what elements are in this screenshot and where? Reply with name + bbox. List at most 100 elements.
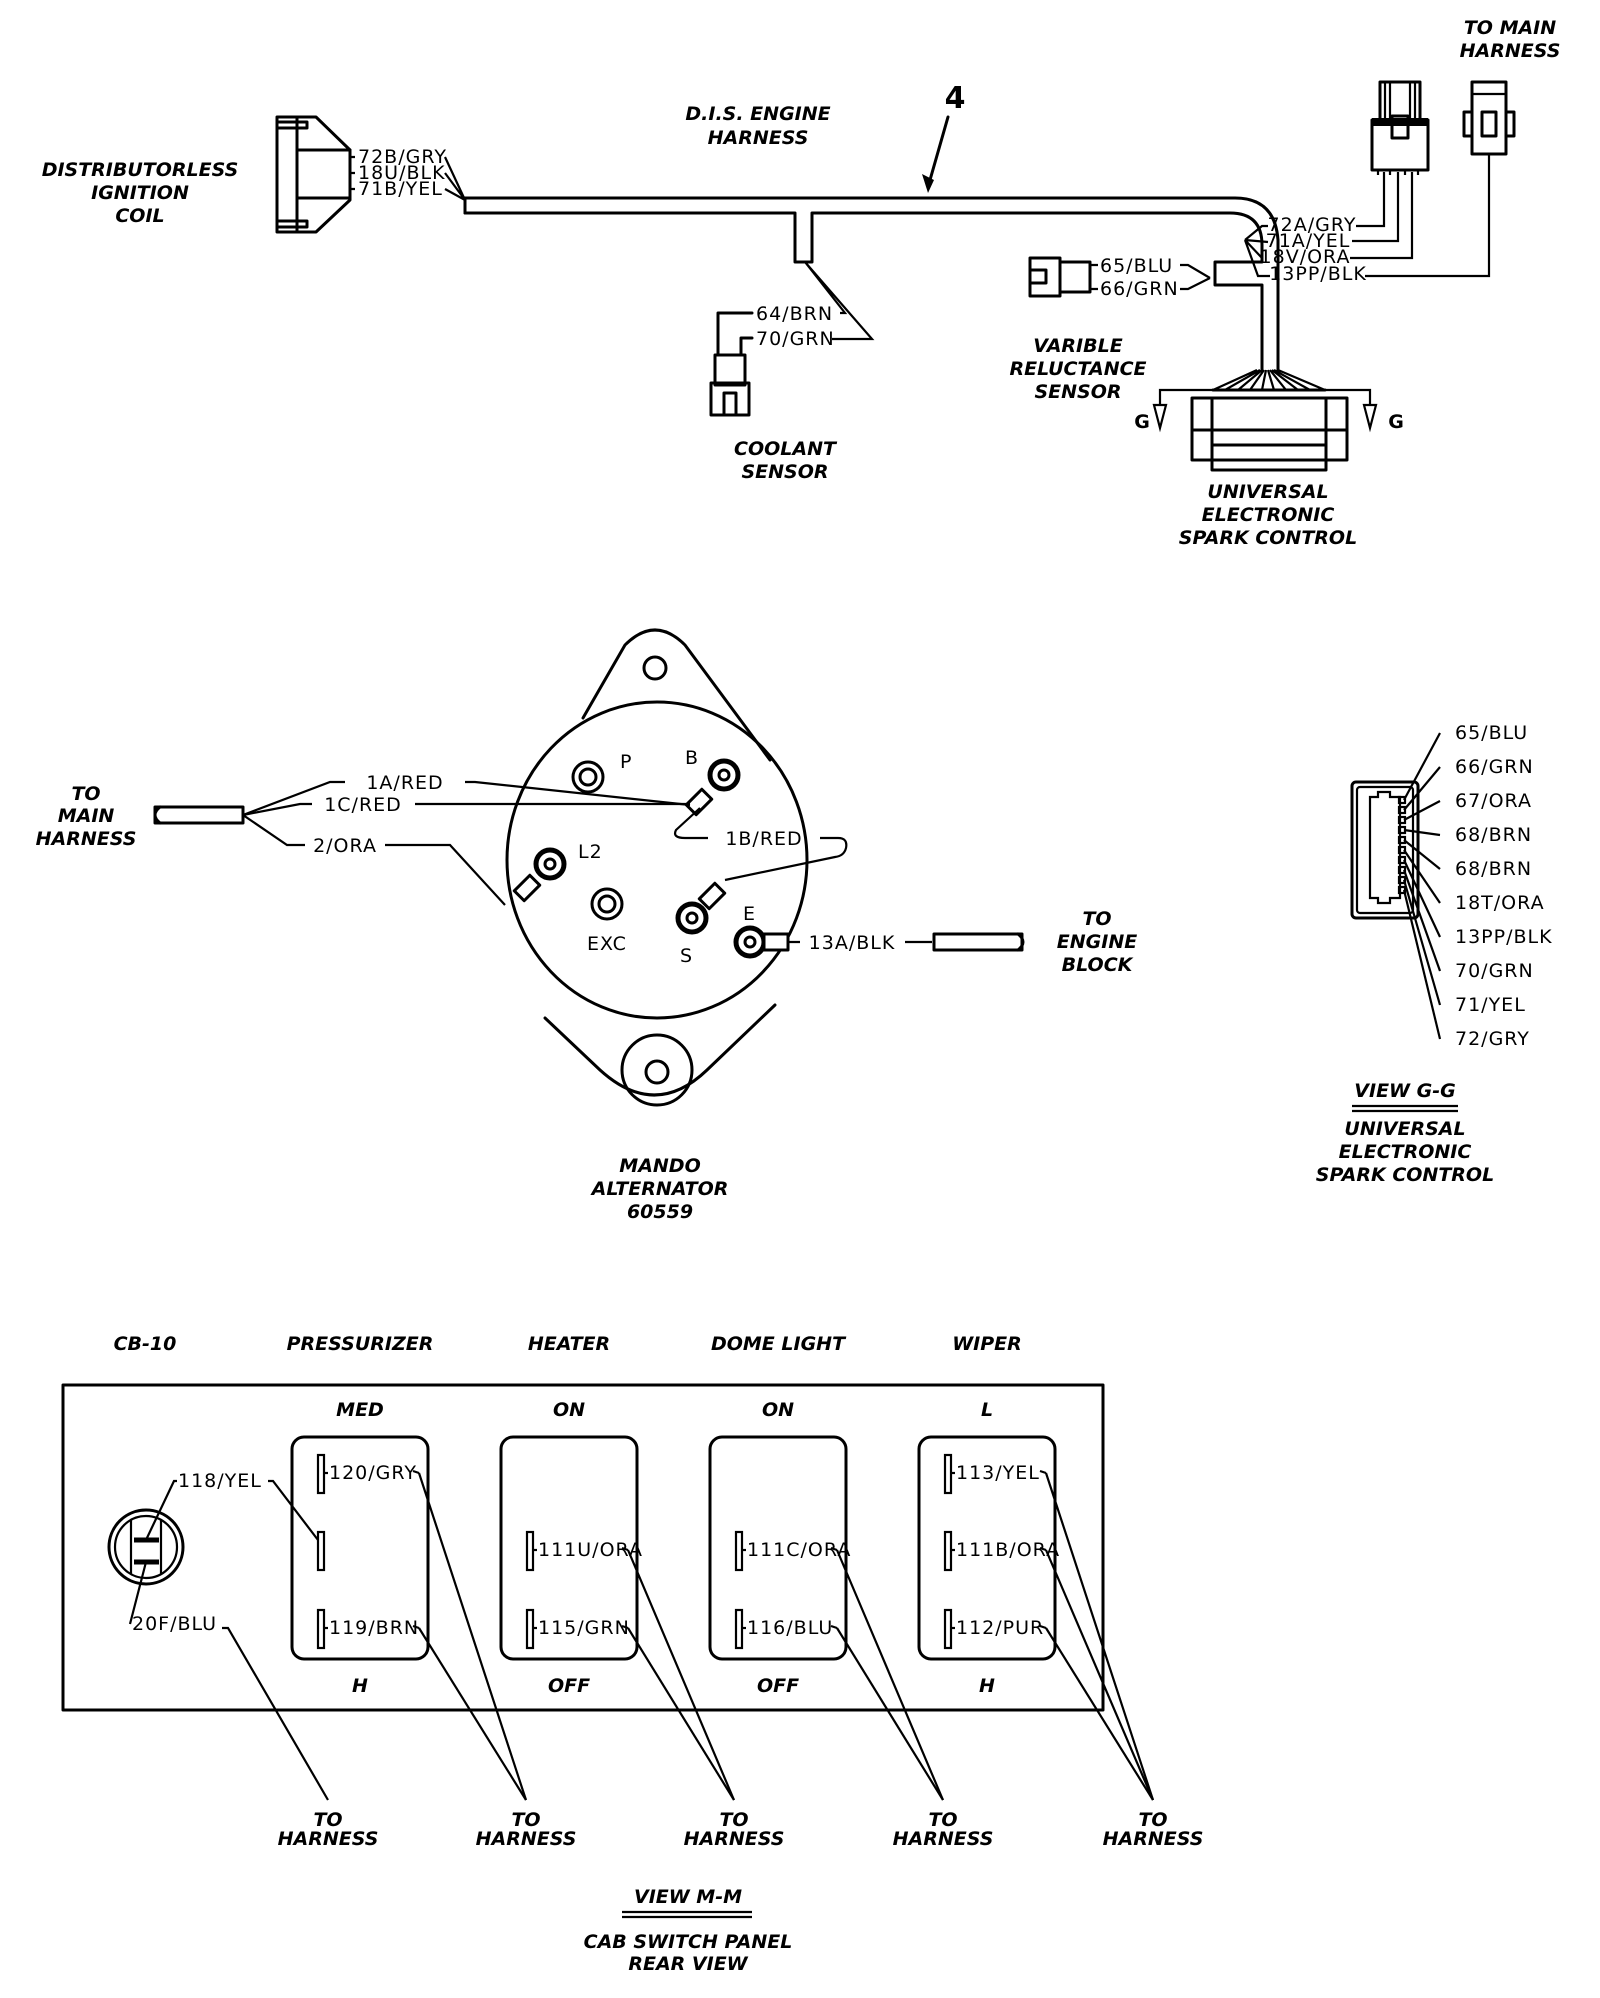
switch-name: PRESSURIZER <box>287 1333 434 1355</box>
to-engine-label-line1: TO <box>1082 908 1111 930</box>
vr-label-line2: RELUCTANCE <box>1009 358 1146 380</box>
terminal-label-p: P <box>620 751 632 773</box>
switch-terminal-icon <box>734 1608 744 1650</box>
switch-wire-label: 120/GRY <box>329 1462 417 1484</box>
pin-label: 18T/ORA <box>1455 892 1545 914</box>
pin-leader-line <box>1402 879 1442 1006</box>
breaker-name: CB-10 <box>114 1333 177 1355</box>
pin-label: 66/GRN <box>1455 756 1534 778</box>
view-mm-title: VIEW M-M <box>634 1886 742 1908</box>
switch-bottom-position: H <box>979 1675 995 1697</box>
pin-icon <box>1397 865 1407 875</box>
switch-terminal-icon <box>943 1608 953 1650</box>
view-gg-line1: UNIVERSAL <box>1344 1118 1465 1140</box>
to-harness-label-line2: HARNESS <box>684 1828 785 1850</box>
switch-top-position: L <box>981 1399 993 1421</box>
terminal-label-exc: EXC <box>587 933 627 955</box>
coolant-wire-label: 70/GRN <box>756 328 835 350</box>
terminal-e-icon <box>733 925 790 959</box>
switch-terminal-icon <box>525 1608 535 1650</box>
pin-leader-line <box>1403 800 1441 821</box>
alternator-label-line2: ALTERNATOR <box>590 1178 729 1200</box>
harness-title-line1: D.I.S. ENGINE <box>685 103 830 125</box>
main-harness-connector-1pin <box>1462 80 1516 156</box>
switch-wire-label: 119/BRN <box>329 1617 419 1639</box>
pin-leader-line <box>1403 766 1441 811</box>
switch-terminal-icon <box>943 1530 953 1572</box>
rocker-switch[interactable] <box>917 1435 1057 1661</box>
to-harness-label-line2: HARNESS <box>893 1828 994 1850</box>
pin-leader-line <box>1402 889 1442 1040</box>
vr-wire-label: 65/BLU <box>1100 255 1173 277</box>
wire-label-2-ora: 2/ORA <box>313 835 377 857</box>
pin-icon <box>1397 885 1407 895</box>
switch-name: DOME LIGHT <box>711 1333 847 1355</box>
main-harness-wire-label: 71A/YEL <box>1266 230 1351 252</box>
pin-icon <box>1397 805 1407 815</box>
harness-leader <box>835 1549 945 1801</box>
switch-wire-label: 111C/ORA <box>747 1539 851 1561</box>
terminal-label-e: E <box>743 903 756 925</box>
spark-control-label-line1: UNIVERSAL <box>1207 481 1328 503</box>
switch-wire-label: 113/YEL <box>956 1462 1040 1484</box>
rocker-switch[interactable] <box>499 1435 639 1661</box>
rocker-switch[interactable] <box>290 1435 430 1661</box>
harness-leader <box>1044 1472 1155 1801</box>
switch-wire-label: 116/BLU <box>747 1617 833 1639</box>
pin-leader-line <box>1403 849 1441 904</box>
harness-leader <box>418 1627 527 1801</box>
harness-leader <box>627 1627 735 1801</box>
terminal-b-icon <box>684 758 741 817</box>
to-harness-label-line2: HARNESS <box>476 1828 577 1850</box>
view-mm-subtitle2: REAR VIEW <box>628 1953 748 1975</box>
pin-label: 67/ORA <box>1455 790 1532 812</box>
view-gg-line2: ELECTRONIC <box>1339 1141 1472 1163</box>
wire-label-1c-red: 1C/RED <box>324 794 402 816</box>
harness-leader <box>417 1472 528 1801</box>
pin-leader-line <box>1403 732 1441 801</box>
coil-label-line3: COIL <box>115 205 164 227</box>
switch-name: WIPER <box>952 1333 1022 1355</box>
to-engine-label-line3: BLOCK <box>1062 954 1134 976</box>
pin-label: 70/GRN <box>1455 960 1534 982</box>
spark-control-label-line3: SPARK CONTROL <box>1179 527 1357 549</box>
view-g-g: 65/BLU66/GRN67/ORA68/BRN68/BRN18T/ORA13P… <box>1316 722 1552 1186</box>
wire-label-13a-blk: 13A/BLK <box>809 932 896 954</box>
switch-bottom-position: OFF <box>548 1675 590 1697</box>
terminal-p-icon <box>571 760 605 794</box>
switch-terminal-icon <box>316 1608 326 1650</box>
switch-wire-label: 112/PUR <box>956 1617 1044 1639</box>
vr-label-line1: VARIBLE <box>1033 335 1122 357</box>
wire-label-1a-red: 1A/RED <box>366 772 443 794</box>
terminal-s-icon <box>675 881 727 935</box>
pin-icon <box>1397 845 1407 855</box>
mount-boss-icon <box>620 1033 694 1107</box>
to-harness-label-line1: TO <box>719 1809 748 1831</box>
switch-terminal-icon <box>316 1453 326 1495</box>
view-gg-title: VIEW G-G <box>1354 1080 1455 1102</box>
terminal-label-l2: L2 <box>578 841 603 863</box>
rocker-switch[interactable] <box>708 1435 848 1661</box>
main-harness-cable <box>153 805 245 825</box>
pin-leader-line <box>1403 828 1441 837</box>
coil-wire-label: 71B/YEL <box>358 178 443 200</box>
switch-wire-label: 115/GRN <box>538 1617 630 1639</box>
terminal-l2-icon <box>512 847 567 903</box>
coil-label-line1: DISTRIBUTORLESS <box>42 159 239 181</box>
pin-label: 72/GRY <box>1455 1028 1530 1050</box>
switch-terminal-icon <box>525 1530 535 1572</box>
pin-icon <box>1397 815 1407 825</box>
mando-alternator: P B L2 EXC S E 1A/RED 1C/RED 2/ORA 1B/RE… <box>36 628 1137 1223</box>
view-mm-subtitle1: CAB SWITCH PANEL <box>584 1931 793 1953</box>
main-harness-label-line2: HARNESS <box>1460 40 1561 62</box>
alternator-label-line1: MANDO <box>619 1155 700 1177</box>
switch-top-position: MED <box>336 1399 384 1421</box>
terminal-label-s: S <box>680 945 693 967</box>
spark-control-label-line2: ELECTRONIC <box>1202 504 1335 526</box>
ignition-coil-connector <box>275 115 352 234</box>
breaker-wire-label: 118/YEL <box>178 1470 262 1492</box>
circuit-breaker-icon <box>107 1508 185 1586</box>
callout-arrow-icon <box>922 115 950 193</box>
switch-terminal-icon <box>943 1453 953 1495</box>
to-harness-label-line1: TO <box>928 1809 957 1831</box>
